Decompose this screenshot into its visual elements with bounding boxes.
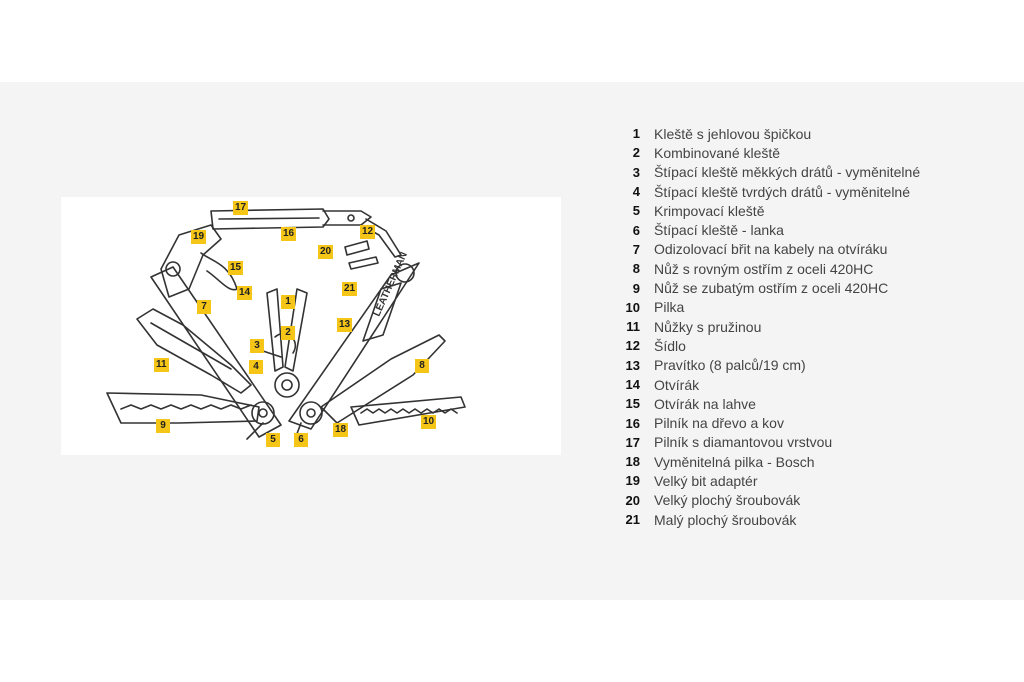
legend-label: Velký plochý šroubovák: [654, 492, 801, 509]
legend-item: 6 Štípací kleště - lanka: [620, 220, 1010, 239]
legend-item: 15 Otvírák na lahve: [620, 394, 1010, 413]
legend-number: 20: [625, 492, 640, 508]
legend-item: 11 Nůžky s pružinou: [620, 317, 1010, 336]
callout-5: 5: [266, 433, 280, 447]
legend-label: Šídlo: [654, 337, 686, 354]
legend-item: 5 Krimpovací kleště: [620, 201, 1010, 220]
legend-item: 4 Štípací kleště tvrdých drátů - vyměnite…: [620, 182, 1010, 201]
legend-number: 19: [625, 473, 640, 489]
legend-item: 20 Velký plochý šroubovák: [620, 491, 1010, 510]
legend-number: 11: [626, 319, 640, 335]
callout-17: 17: [233, 201, 249, 215]
legend-number: 4: [632, 184, 640, 200]
legend-number: 2: [632, 145, 640, 161]
callout-9: 9: [156, 419, 170, 433]
callout-3: 3: [250, 339, 264, 353]
legend-item: 18 Vyměnitelná pilka - Bosch: [620, 452, 1010, 471]
legend-item: 13 Pravítko (8 palců/19 cm): [620, 356, 1010, 375]
callout-15: 15: [228, 261, 244, 275]
callout-1: 1: [281, 295, 295, 309]
legend-label: Pravítko (8 palců/19 cm): [654, 357, 806, 374]
callout-21: 21: [342, 282, 358, 296]
legend-number: 10: [625, 299, 640, 315]
legend-number: 5: [632, 203, 640, 219]
legend-item: 1 Kleště s jehlovou špičkou: [620, 124, 1010, 143]
callout-11: 11: [154, 358, 169, 372]
legend-number: 13: [625, 357, 640, 373]
legend-item: 7 Odizolovací břit na kabely na otvíráku: [620, 240, 1010, 259]
legend-label: Krimpovací kleště: [654, 202, 765, 219]
legend-item: 14 Otvírák: [620, 375, 1010, 394]
legend-label: Nůž se zubatým ostřím z oceli 420HC: [654, 280, 889, 297]
legend-number: 7: [632, 241, 640, 257]
legend-item: 3 Štípací kleště měkkých drátů - vyměnite…: [620, 163, 1010, 182]
legend-number: 18: [625, 454, 640, 470]
callout-8: 8: [415, 359, 429, 373]
legend-item: 2 Kombinované kleště: [620, 143, 1010, 162]
legend-number: 8: [632, 261, 640, 277]
legend-item: 12 Šídlo: [620, 336, 1010, 355]
legend-number: 1: [632, 126, 640, 142]
legend-label: Pilník na dřevo a kov: [654, 415, 784, 432]
legend-label: Pilka: [654, 299, 685, 316]
legend-label: Štípací kleště tvrdých drátů - vyměnitel…: [654, 183, 910, 200]
content-panel: LEATHERMAN 17 16 12 19 20 15 14 21 7 1 1…: [0, 82, 1024, 600]
callout-7: 7: [197, 300, 211, 314]
legend-label: Otvírák: [654, 376, 700, 393]
legend-item: 8 Nůž s rovným ostřím z oceli 420HC: [620, 259, 1010, 278]
legend-label: Otvírák na lahve: [654, 395, 756, 412]
legend-number: 15: [625, 396, 640, 412]
legend-number: 9: [632, 280, 640, 296]
multitool-diagram: LEATHERMAN 17 16 12 19 20 15 14 21 7 1 1…: [61, 197, 561, 455]
legend-item: 19 Velký bit adaptér: [620, 471, 1010, 490]
legend-item: 16 Pilník na dřevo a kov: [620, 413, 1010, 432]
callout-12: 12: [360, 225, 376, 239]
legend-number: 6: [632, 222, 640, 238]
legend-number: 16: [625, 415, 640, 431]
callout-19: 19: [191, 230, 207, 244]
legend-number: 12: [625, 338, 640, 354]
callout-10: 10: [421, 415, 437, 429]
legend-number: 17: [625, 434, 640, 450]
legend-item: 17 Pilník s diamantovou vrstvou: [620, 433, 1010, 452]
callout-4: 4: [249, 360, 263, 374]
legend-label: Štípací kleště - lanka: [654, 222, 784, 239]
legend-label: Vyměnitelná pilka - Bosch: [654, 453, 815, 470]
legend-label: Nůž s rovným ostřím z oceli 420HC: [654, 260, 874, 277]
legend-number: 14: [625, 377, 640, 392]
callout-16: 16: [281, 227, 297, 241]
legend-item: 10 Pilka: [620, 298, 1010, 317]
legend-number: 3: [632, 164, 640, 180]
legend-label: Pilník s diamantovou vrstvou: [654, 434, 833, 451]
legend-label: Nůžky s pružinou: [654, 318, 762, 335]
multitool-drawing: LEATHERMAN: [106, 208, 466, 440]
legend-item: 21 Malý plochý šroubovák: [620, 510, 1010, 529]
callout-13: 13: [337, 318, 353, 332]
legend-label: Malý plochý šroubovák: [654, 511, 797, 528]
legend-item: 9 Nůž se zubatým ostřím z oceli 420HC: [620, 278, 1010, 297]
callout-20: 20: [318, 245, 334, 259]
tool-legend: 1 Kleště s jehlovou špičkou 2 Kombinované …: [620, 124, 1010, 529]
legend-number: 21: [625, 512, 640, 528]
legend-label: Odizolovací břit na kabely na otvíráku: [654, 241, 888, 258]
legend-label: Kombinované kleště: [654, 144, 781, 161]
legend-label: Štípací kleště měkkých drátů - vyměnitel…: [654, 164, 921, 181]
legend-label: Kleště s jehlovou špičkou: [654, 125, 812, 142]
legend-label: Velký bit adaptér: [654, 472, 758, 489]
callout-6: 6: [294, 433, 308, 447]
callout-18: 18: [333, 423, 349, 437]
callout-2: 2: [281, 326, 295, 340]
callout-14: 14: [237, 286, 253, 300]
